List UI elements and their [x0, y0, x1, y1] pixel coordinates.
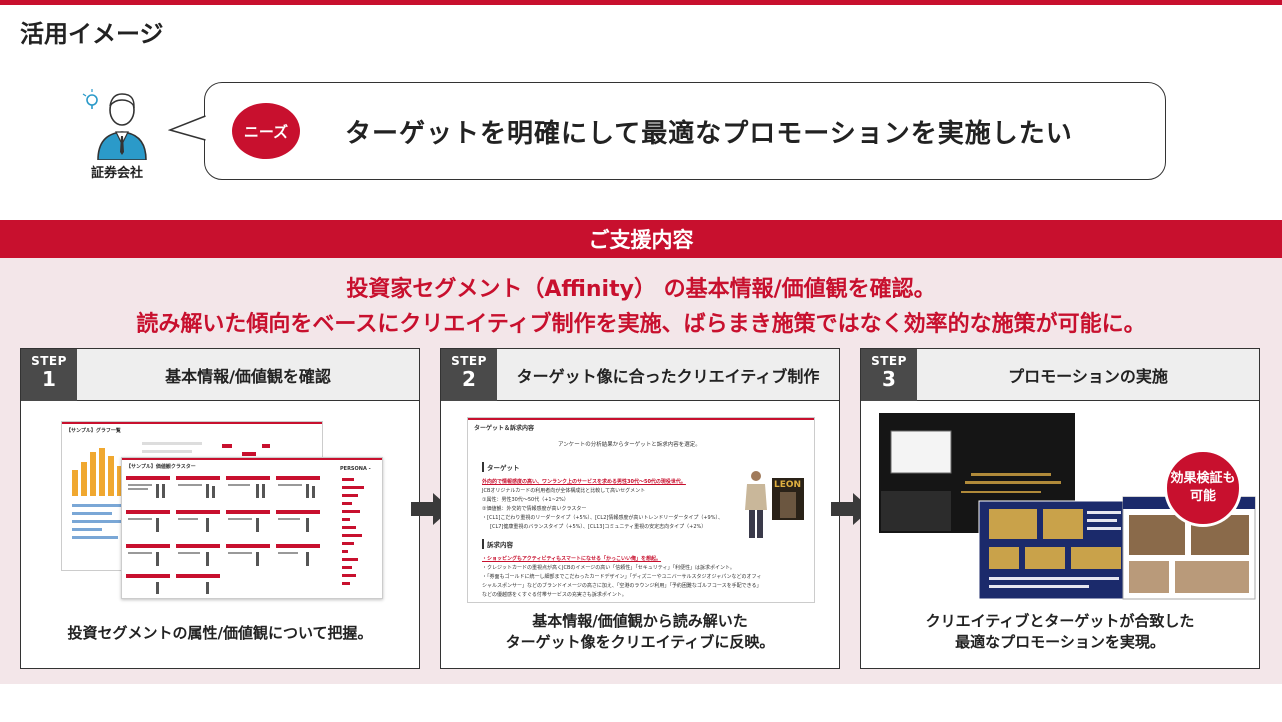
- step-3-thumbnail: 効果検証も可能: [861, 401, 1259, 606]
- needs-bubble: [204, 82, 1166, 180]
- value-cluster-slide: 【サンプル】価値観クラスター PERSONA -: [121, 457, 383, 599]
- persona-label: 証券会社: [90, 166, 143, 181]
- top-accent-bar: [0, 0, 1282, 5]
- persona: 証券会社: [72, 88, 162, 181]
- step-3-caption-line-1: クリエイティブとターゲットが合致した: [925, 612, 1195, 630]
- promotion-mailers-image: [879, 413, 1256, 600]
- support-headline-1: 投資家セグメント（Affinity） の基本情報/価値観を確認。: [346, 277, 936, 302]
- step-3-header: STEP 3 プロモーションの実施: [861, 349, 1259, 401]
- needs-text: ターゲットを明確にして最適なプロモーションを実施したい: [345, 119, 1073, 149]
- businessman-icon: [82, 89, 147, 160]
- needs-badge: ニーズ: [232, 103, 300, 159]
- step-2-card: STEP 2 ターゲット像に合ったクリエイティブ制作 ターゲット＆訴求内容 アン…: [440, 348, 840, 669]
- step-2-thumbnail: ターゲット＆訴求内容 アンケートの分析結果からターゲットと訴求内容を選定。 ター…: [441, 401, 839, 606]
- support-title-bar: ご支援内容: [0, 220, 1282, 258]
- page-title: 活用イメージ: [20, 20, 164, 48]
- step-3-title: プロモーションの実施: [1008, 367, 1168, 386]
- step-1-thumbnail: 【サンプル】グラフ一覧 【サンプル】価値観クラスター PERSONA -: [21, 401, 419, 606]
- support-headline-2: 読み解いた傾向をベースにクリエイティブ制作を実施、ばらまき施策ではなく効率的な施…: [136, 312, 1146, 337]
- target-appeal-document: ターゲット＆訴求内容 アンケートの分析結果からターゲットと訴求内容を選定。 ター…: [467, 417, 815, 603]
- step-3-card: STEP 3 プロモーションの実施 効果検証も可能 クリエイティブとターゲットが…: [860, 348, 1260, 669]
- step-2-header: STEP 2 ターゲット像に合ったクリエイティブ制作: [441, 349, 839, 401]
- step-1-title: 基本情報/価値観を確認: [165, 367, 331, 386]
- step-1-card: STEP 1 基本情報/価値観を確認 【サンプル】グラフ一覧 【サンプル: [20, 348, 420, 669]
- magazine-cover-image: LEON: [772, 478, 804, 520]
- step-2-title: ターゲット像に合ったクリエイティブ制作: [516, 367, 820, 386]
- step-1-caption: 投資セグメントの属性/価値観について把握。: [67, 624, 373, 642]
- step-3-caption-line-2: 最適なプロモーションを実現。: [955, 633, 1165, 651]
- step-3-number: STEP 3: [861, 349, 917, 401]
- step-2-number: STEP 2: [441, 349, 497, 401]
- step-1-number: STEP 1: [21, 349, 77, 401]
- effect-verification-badge: 効果検証も可能: [1164, 449, 1242, 527]
- man-figure-image: [745, 471, 767, 538]
- step-2-caption-line-2: ターゲット像をクリエイティブに反映。: [505, 633, 775, 651]
- bubble-tail: [168, 115, 206, 141]
- step-2-caption-line-1: 基本情報/価値観から読み解いた: [532, 612, 748, 630]
- step-1-header: STEP 1 基本情報/価値観を確認: [21, 349, 419, 401]
